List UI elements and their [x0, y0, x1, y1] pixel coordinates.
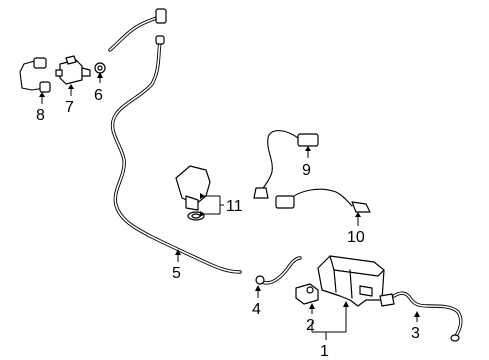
hose-4 — [255, 256, 302, 285]
callout-labels: 1 2 3 4 5 6 7 8 9 10 11 — [36, 87, 420, 360]
oxygen-sensor-10 — [275, 188, 371, 213]
valve-2 — [295, 283, 319, 305]
callout-3: 3 — [411, 325, 420, 342]
callout-10: 10 — [347, 229, 365, 246]
leader-lines — [39, 72, 420, 340]
connector-8 — [19, 57, 51, 93]
vapor-hose-5 — [108, 8, 242, 274]
callout-2: 2 — [306, 317, 315, 334]
callout-5: 5 — [172, 265, 181, 282]
callout-8: 8 — [36, 107, 45, 124]
callout-6: 6 — [94, 87, 103, 104]
vent-hose-3 — [379, 291, 463, 342]
fitting-6 — [94, 62, 106, 74]
callout-7: 7 — [65, 99, 74, 116]
callout-9: 9 — [302, 162, 311, 179]
purge-valve-7 — [55, 55, 91, 85]
canister-1 — [317, 255, 385, 307]
callout-4: 4 — [252, 301, 261, 318]
callout-1: 1 — [320, 343, 329, 360]
callout-11: 11 — [226, 198, 243, 215]
pressure-sensor-11 — [175, 165, 211, 221]
